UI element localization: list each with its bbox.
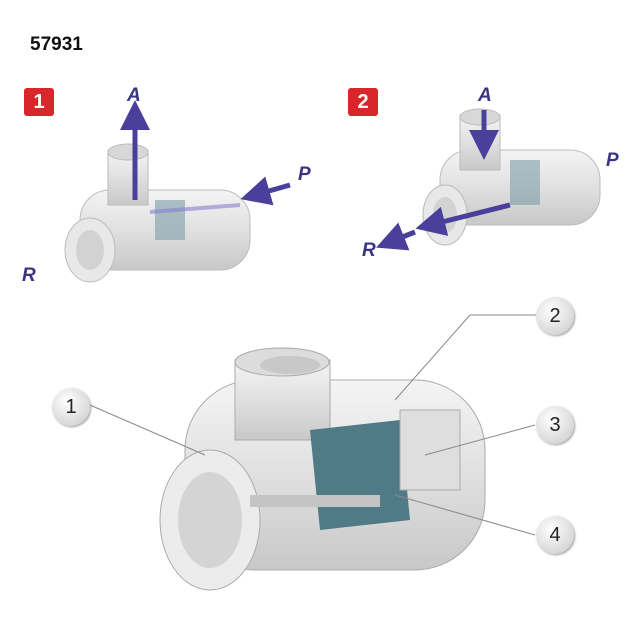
port-a-label: A [127,85,141,106]
product-code: 57931 [30,34,83,55]
valve-cutaway [89,314,545,591]
valve-view-2 [376,108,601,251]
port-r-label: R [22,265,36,286]
callout-2: 2 [536,297,574,335]
port-r-label: R [362,240,376,261]
port-a-label: A [478,85,492,106]
callout-4: 4 [536,516,574,554]
callout-1: 1 [52,388,90,426]
view-badge-2: 2 [348,88,378,116]
port-p-label: P [298,164,311,185]
callout-3: 3 [536,406,574,444]
view-badge-1: 1 [24,88,54,116]
port-p-label: P [606,150,619,171]
valve-view-1 [64,100,291,283]
